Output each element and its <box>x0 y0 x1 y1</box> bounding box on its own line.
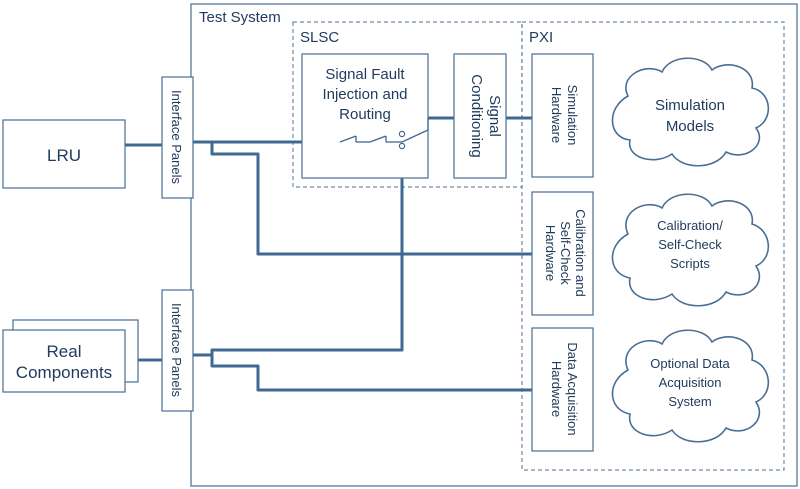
simulation-models-line2: Models <box>666 118 714 135</box>
pxi-title: PXI <box>529 29 553 46</box>
signal-fault-box <box>301 53 429 179</box>
calibration-hardware-box <box>531 191 594 316</box>
lru-label: LRU <box>47 146 81 165</box>
signal-fault-line1: Signal Fault <box>325 66 405 83</box>
daq-hardware-line1: Data Acquisition <box>565 342 580 435</box>
daq-system-cloud: Optional Data Acquisition System <box>611 329 770 443</box>
wire-panel-slsc-vertical <box>193 146 404 357</box>
calibration-hardware: Calibration and Self-Check Hardware <box>531 191 594 316</box>
calibration-hardware-line1: Calibration and <box>573 209 588 296</box>
daq-hardware: Data Acquisition Hardware <box>531 327 594 452</box>
calibration-hardware-line2: Self-Check <box>558 221 573 285</box>
pxi-dashed-box <box>521 21 785 471</box>
interface-panels-bottom-label: Interface Panels <box>169 303 184 397</box>
signal-conditioning-line1: Signal <box>486 95 503 137</box>
signal-fault-block: Signal Fault Injection and Routing <box>301 53 429 179</box>
daq-system-line2: Acquisition <box>659 375 722 390</box>
calibration-scripts-line1: Calibration/ <box>657 218 723 233</box>
interface-panels-bottom-box <box>161 289 194 412</box>
signal-fault-line2: Injection and <box>322 86 407 103</box>
real-components-box <box>2 329 126 393</box>
real-components-line2: Components <box>16 363 112 382</box>
pxi-region: PXI <box>521 21 785 471</box>
simulation-hardware-line1: Simulation <box>565 85 580 146</box>
simulation-hardware-line2: Hardware <box>549 87 564 143</box>
simulation-models-cloud: Simulation Models <box>611 57 770 167</box>
interface-panels-top-box <box>161 76 194 199</box>
cloud-icon <box>611 57 770 167</box>
wire-panel-calibration <box>193 140 532 256</box>
interface-panels-top: Interface Panels <box>161 76 194 199</box>
daq-hardware-line2: Hardware <box>549 361 564 417</box>
interface-panels-top-label: Interface Panels <box>169 90 184 184</box>
switch-icon <box>339 118 429 150</box>
lru: LRU <box>2 119 126 189</box>
real-components-line1: Real <box>47 342 82 361</box>
simulation-hardware: Simulation Hardware <box>531 53 594 178</box>
signal-conditioning-block: Signal Conditioning <box>453 53 507 179</box>
signal-conditioning-box <box>453 53 507 179</box>
cloud-icon <box>611 329 770 443</box>
calibration-scripts-line2: Self-Check <box>658 237 722 252</box>
interface-panels-bottom: Interface Panels <box>161 289 194 412</box>
lru-box <box>2 119 126 189</box>
signal-fault-line3: Routing <box>339 106 391 123</box>
simulation-hardware-box <box>531 53 594 178</box>
simulation-models-line1: Simulation <box>655 97 725 114</box>
signal-conditioning-line2: Conditioning <box>468 74 485 157</box>
cloud-icon <box>611 193 770 307</box>
real-components: Real Components <box>2 319 139 393</box>
calibration-scripts-cloud: Calibration/ Self-Check Scripts <box>611 193 770 307</box>
slsc-title: SLSC <box>300 29 339 46</box>
calibration-hardware-line3: Hardware <box>543 225 558 281</box>
calibration-scripts-line3: Scripts <box>670 256 710 271</box>
test-system-title: Test System <box>199 9 281 26</box>
daq-system-line1: Optional Data <box>650 356 730 371</box>
daq-system-line3: System <box>668 394 711 409</box>
wire-panel-daq <box>210 355 532 392</box>
daq-hardware-box <box>531 327 594 452</box>
